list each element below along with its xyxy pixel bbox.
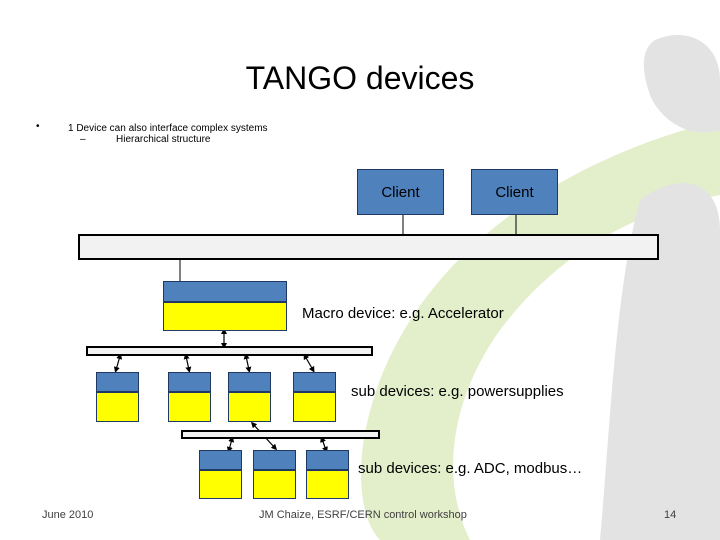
client-box-right: Client — [471, 169, 558, 215]
client-label: Client — [495, 183, 534, 201]
bullet-marker: • — [36, 121, 40, 132]
footer-date: June 2010 — [42, 509, 94, 521]
sub-bullet-marker: – — [80, 134, 86, 145]
adc-device-1-header — [199, 450, 242, 470]
bus2-arrow-2 — [320, 436, 328, 453]
power-supply-1-body — [96, 392, 139, 422]
adc-modbus-label: sub devices: e.g. ADC, modbus… — [358, 460, 583, 477]
bullet-text: 1 Device can also interface complex syst… — [68, 123, 268, 134]
power-supply-3-body — [228, 392, 271, 422]
bus1-arrow-1 — [113, 353, 123, 373]
bus1-arrow-4 — [303, 353, 315, 373]
device-bus-1 — [86, 346, 373, 356]
grey-figure-head — [643, 34, 720, 133]
adc-device-3-body — [306, 470, 349, 499]
power-supplies-label: sub devices: e.g. powersupplies — [351, 383, 564, 400]
bus2-arrow-1 — [226, 436, 235, 453]
power-supply-2-header — [168, 372, 211, 392]
power-supply-1-header — [96, 372, 139, 392]
client-label: Client — [381, 183, 420, 201]
page-number: 14 — [664, 509, 677, 521]
bus1-arrow-2 — [183, 353, 192, 373]
adc-device-2-body — [253, 470, 296, 499]
grey-figure-body — [600, 183, 720, 540]
footer-event: JM Chaize, ESRF/CERN control workshop — [259, 509, 467, 521]
device-bus-2 — [181, 430, 380, 439]
macro-device-label: Macro device: e.g. Accelerator — [302, 305, 504, 322]
power-supply-2-body — [168, 392, 211, 422]
client-box-left: Client — [357, 169, 444, 215]
power-supply-3-header — [228, 372, 271, 392]
adc-device-1-body — [199, 470, 242, 499]
slide-title: TANGO devices — [245, 60, 475, 96]
macro-device-header — [163, 281, 287, 302]
power-supply-4-body — [293, 392, 336, 422]
bus1-arrow-3 — [243, 353, 252, 373]
sub-bullet-text: Hierarchical structure — [116, 134, 211, 145]
power-supply-4-header — [293, 372, 336, 392]
green-swoosh — [361, 120, 720, 540]
macro-device-body — [163, 302, 287, 331]
adc-device-3-header — [306, 450, 349, 470]
network-bus — [78, 234, 659, 260]
adc-device-2-header — [253, 450, 296, 470]
